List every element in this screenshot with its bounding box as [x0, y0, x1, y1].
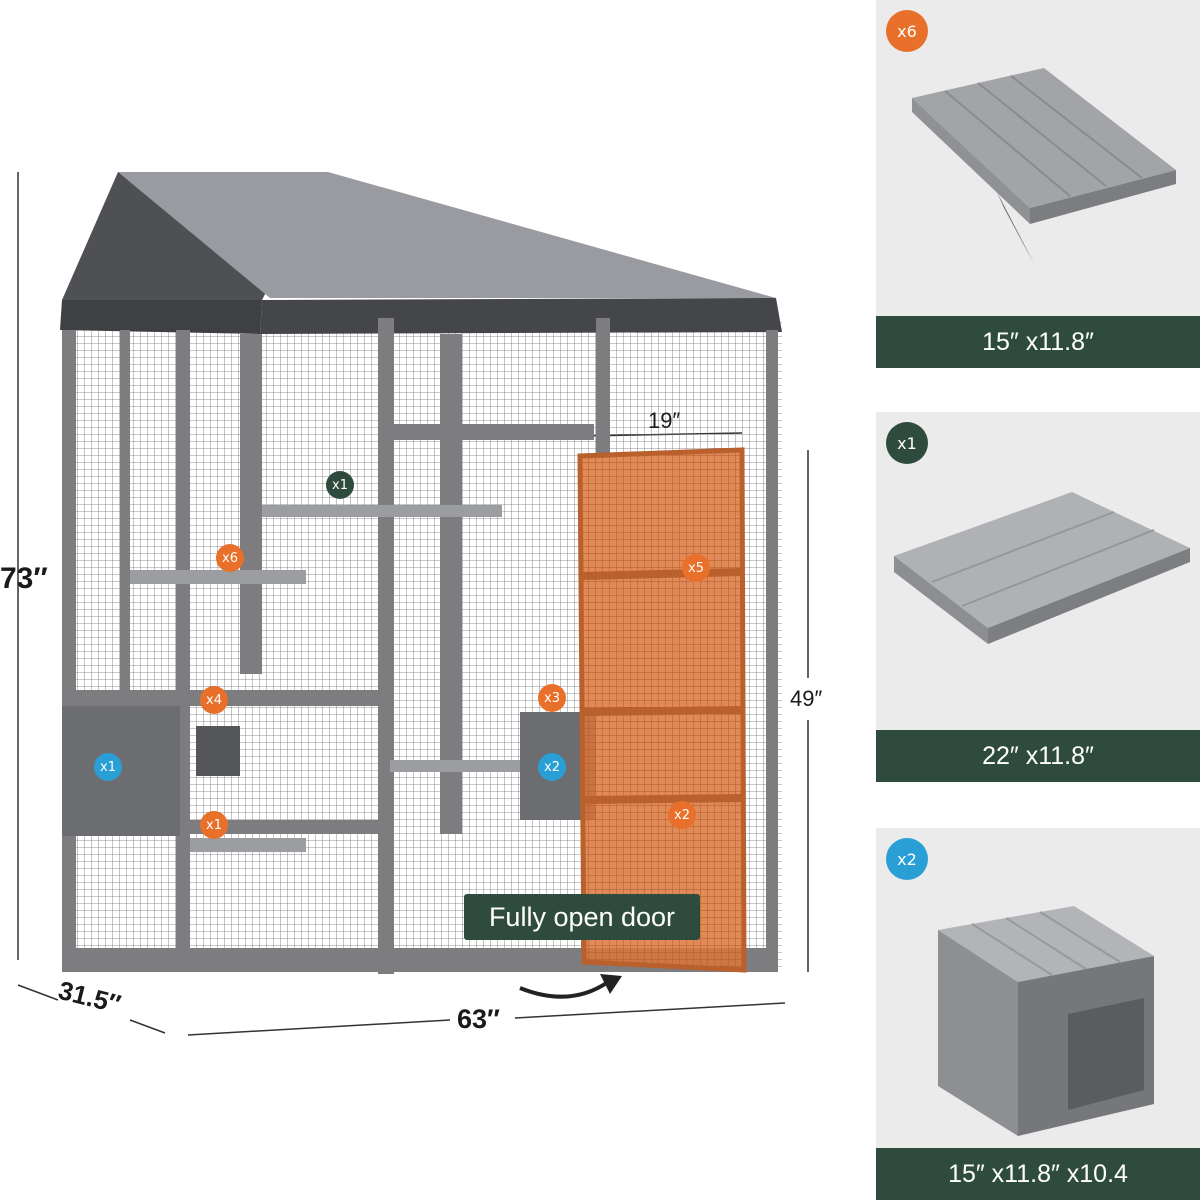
part-count-badge: x1	[886, 422, 928, 464]
badge-x3: x3	[538, 684, 566, 712]
part-size-label: 15″ x11.8″ x10.4	[876, 1148, 1200, 1200]
part-card-condo: x2 15″ x11.8″ x10.4	[876, 828, 1200, 1200]
depth-dimension-line	[17, 984, 166, 1034]
badge-x4: x4	[200, 686, 228, 714]
door-width-dimension-label: 19″	[648, 408, 681, 433]
frame	[62, 318, 778, 974]
catio-illustration	[17, 172, 809, 1036]
part-count-badge: x6	[886, 10, 928, 52]
large-platform-image	[894, 492, 1190, 644]
height-dimension-label: 73″	[0, 562, 48, 595]
door-open-arrow-icon	[519, 974, 622, 999]
badge-x1-large-platform: x1	[326, 471, 354, 499]
badge-x1-step: x1	[200, 811, 228, 839]
badge-x5: x5	[682, 554, 710, 582]
roof	[60, 172, 782, 334]
part-count-badge: x2	[886, 838, 928, 880]
badge-x6-platform: x6	[216, 544, 244, 572]
open-door	[577, 447, 747, 973]
condo-box-image	[938, 906, 1154, 1136]
door-label: Fully open door	[464, 894, 700, 940]
shelves	[130, 505, 520, 852]
door-height-dimension-label: 49″	[790, 686, 823, 711]
part-card-large-platform: x1 22″ x11.8″	[876, 412, 1200, 782]
badge-x1-condo: x1	[94, 753, 122, 781]
width-dimension-label: 63″	[457, 1004, 500, 1034]
part-card-platform: x6 15″ x11.8″	[876, 0, 1200, 368]
badge-x2-condo: x2	[538, 753, 566, 781]
width-dimension-line	[187, 1002, 786, 1036]
badge-x2-step: x2	[668, 801, 696, 829]
part-size-label: 22″ x11.8″	[876, 730, 1200, 782]
platform-image	[912, 68, 1176, 264]
part-size-label: 15″ x11.8″	[876, 316, 1200, 368]
